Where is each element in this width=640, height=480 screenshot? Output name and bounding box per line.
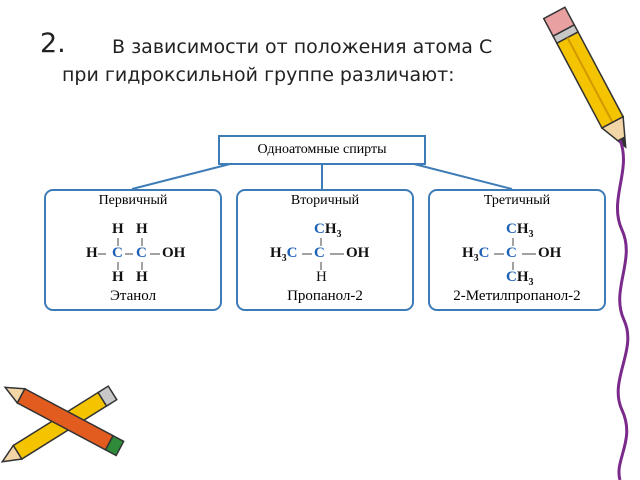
secondary-ch3-top: CH3 — [314, 221, 342, 240]
primary-h-top-1: H — [112, 221, 124, 237]
crossed-pencils-icon — [0, 385, 125, 463]
box-tertiary-title: Третичный — [483, 193, 551, 208]
box-tertiary: Третичный 2-Метилпропанол-2 — [428, 189, 606, 311]
tertiary-left-c: C — [478, 245, 490, 261]
tertiary-bottom-c: C — [506, 269, 517, 285]
box-secondary-name: Пропанол-2 — [287, 288, 363, 304]
primary-carbon-1: C — [112, 245, 123, 261]
tertiary-ch3-bottom: CH3 — [506, 269, 534, 288]
root-box-monohydric-alcohols: Одноатомные спирты — [218, 135, 426, 165]
box-primary: Первичный Этанол — [44, 189, 222, 311]
primary-carbon-2: C — [136, 245, 147, 261]
primary-h-top-2: H — [136, 221, 148, 237]
tertiary-central-carbon: C — [506, 245, 517, 261]
box-secondary: Вторичный Пропанол-2 — [236, 189, 414, 311]
primary-h-bottom-1: H — [112, 269, 124, 285]
primary-oh: OH — [162, 245, 186, 261]
tertiary-h3c-left: H3C — [462, 245, 490, 264]
box-secondary-title: Вторичный — [290, 193, 360, 208]
secondary-top-c: C — [314, 221, 325, 237]
secondary-oh: OH — [346, 245, 370, 261]
wavy-decoration — [616, 140, 630, 480]
slide-number: 2. — [40, 28, 66, 59]
primary-h-left: H — [86, 245, 98, 261]
title-line-2: при гидроксильной группе различают: — [62, 64, 455, 86]
primary-h-bottom-2: H — [136, 269, 148, 285]
box-tertiary-name: 2-Метилпропанол-2 — [453, 288, 581, 304]
box-primary-name: Этанол — [109, 288, 157, 304]
title-line-1: В зависимости от положения атома С — [112, 36, 493, 58]
secondary-central-carbon: C — [314, 245, 325, 261]
box-primary-title: Первичный — [98, 193, 168, 208]
tertiary-oh: OH — [538, 245, 562, 261]
secondary-left-c: C — [286, 245, 298, 261]
tertiary-ch3-top: CH3 — [506, 221, 534, 240]
tertiary-top-c: C — [506, 221, 517, 237]
pencil-icon — [542, 6, 627, 149]
secondary-h3c-left: H3C — [270, 245, 298, 264]
secondary-h-bottom: H — [316, 269, 327, 285]
